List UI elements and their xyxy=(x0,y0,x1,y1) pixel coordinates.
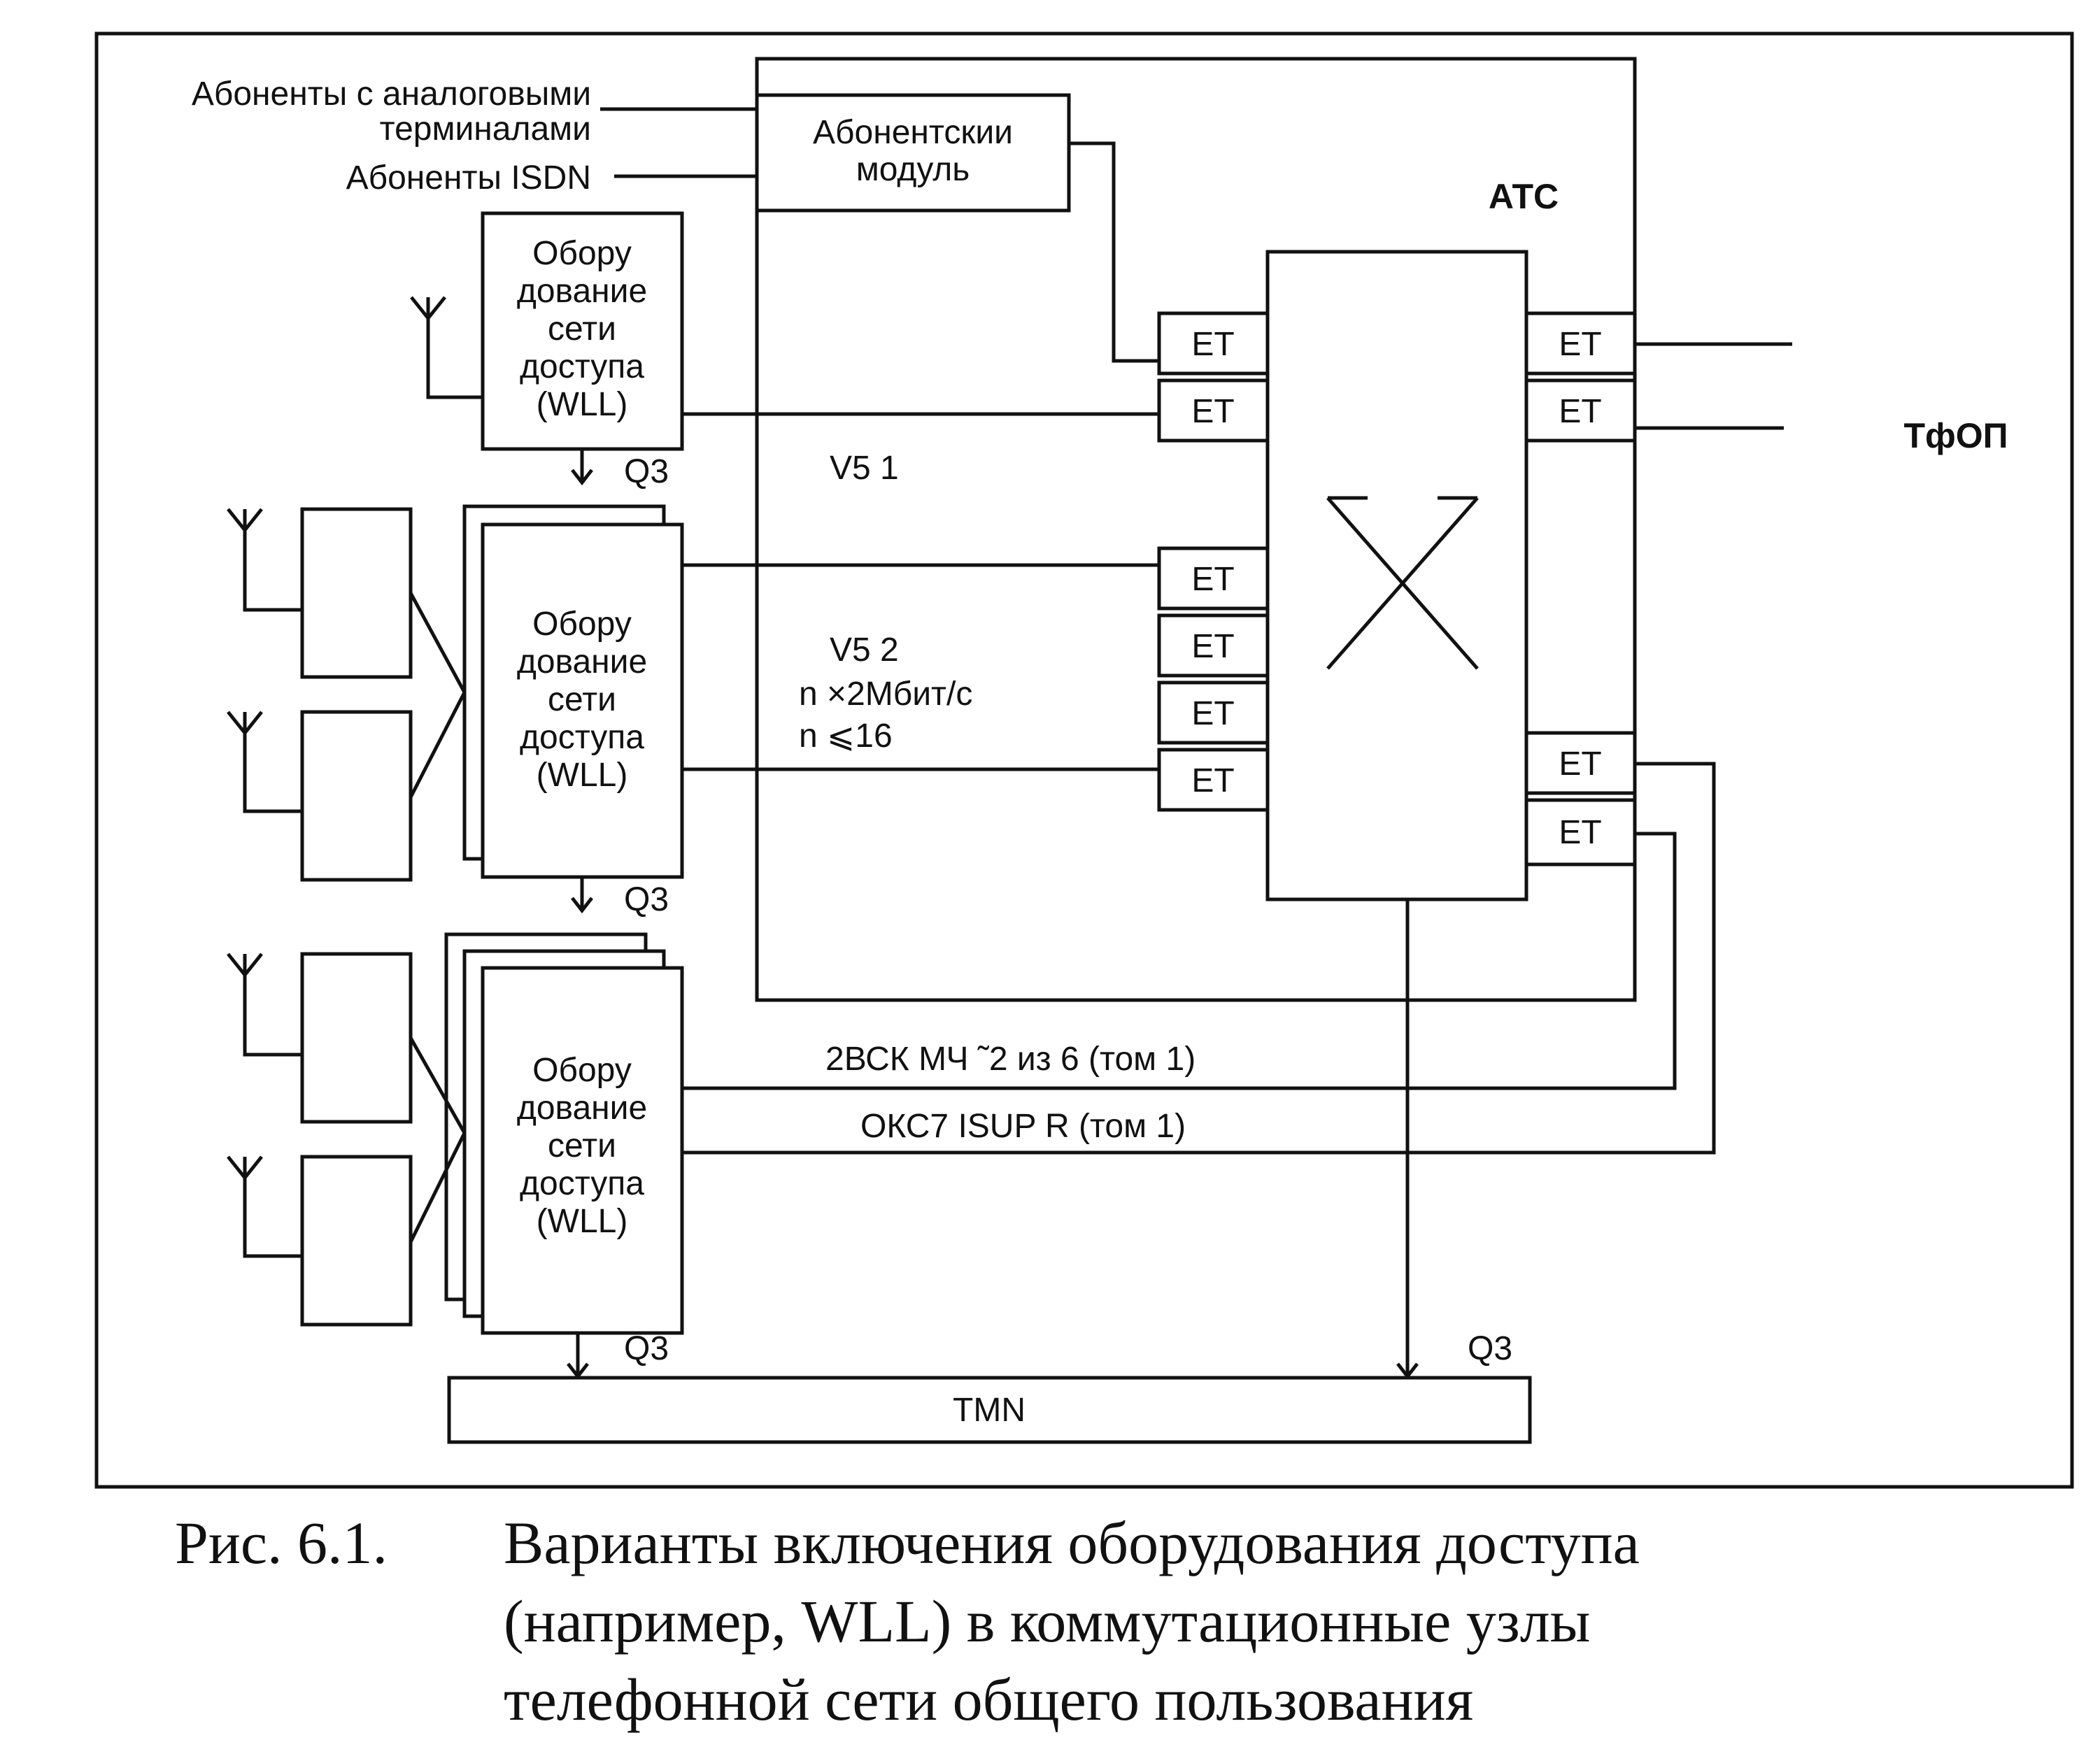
et-box-left-4 xyxy=(1157,613,1270,678)
access-equipment-3-line-4: доступа xyxy=(520,1165,644,1202)
q3-arrow-2-head xyxy=(571,897,593,914)
access-equipment-1-line-3: сети xyxy=(548,311,616,348)
tmn-box xyxy=(447,1376,1532,1444)
antenna-3b-feed xyxy=(243,1157,302,1258)
access-equipment-3-line-2: дование xyxy=(517,1090,647,1127)
antenna-3a-feed xyxy=(243,954,302,1057)
signalling-2vsk-line xyxy=(682,832,1677,1090)
access-equipment-1-line-1: Обору xyxy=(532,235,632,272)
subscriber-module-label-1: Абонентскии xyxy=(813,114,1013,151)
antenna-2b-feed xyxy=(243,712,302,813)
signalling-okc7-line xyxy=(682,762,1716,1155)
et-label-left-3: ET xyxy=(1191,561,1234,598)
subscriber-module-to-et-line xyxy=(1069,141,1159,363)
et-label-left-5: ET xyxy=(1191,695,1234,732)
switch-cross-line-2 xyxy=(1326,497,1479,670)
caption-line-1: Варианты включения оборудования доступа xyxy=(504,1509,1640,1576)
et-box-right-2 xyxy=(1524,378,1637,443)
radio-link-2a xyxy=(409,592,467,694)
access-equipment-3-line-3: сети xyxy=(548,1127,616,1164)
access-equipment-1-line-5: (WLL) xyxy=(537,386,628,423)
q3-arrow-1-head xyxy=(571,469,593,486)
access-equipment-3-box xyxy=(481,966,684,1335)
et-box-left-2 xyxy=(1157,378,1270,443)
tmn-label: TMN xyxy=(953,1392,1026,1429)
et-box-left-3 xyxy=(1157,546,1270,611)
access-equipment-1-line-4: доступа xyxy=(520,348,644,385)
n-limit-label: n ⩽16 xyxy=(799,718,893,755)
access-equipment-2-line-5: (WLL) xyxy=(537,757,628,794)
atc-boundary xyxy=(755,57,1637,1002)
q3-label-2: Q3 xyxy=(624,881,669,918)
radio-terminal-2b xyxy=(300,710,413,882)
et-label-left-1: ET xyxy=(1191,326,1234,363)
et-label-right-1: ET xyxy=(1559,326,1601,363)
radio-terminal-3a xyxy=(300,952,413,1124)
et-label-right-4: ET xyxy=(1559,814,1601,851)
et-label-left-4: ET xyxy=(1191,628,1234,665)
et-box-left-6 xyxy=(1157,748,1270,812)
v5-2-label: V5 2 xyxy=(830,632,899,669)
n-rate-label: n ×2Мбит/с xyxy=(799,676,972,713)
signalling-2vsk-label: 2ВСК МЧ ˜2 из 6 (том 1) xyxy=(825,1041,1196,1078)
et-label-right-3: ET xyxy=(1559,746,1601,783)
outer-frame xyxy=(94,31,2074,1489)
pstn-label: ТфОП xyxy=(1903,416,2008,455)
access-equipment-2-line-1: Обору xyxy=(532,606,632,643)
caption-line-2: (например, WLL) в коммутационные узлы xyxy=(504,1588,1591,1655)
subscriber-module-label-2: модуль xyxy=(856,151,970,188)
et-box-left-1 xyxy=(1157,311,1270,376)
access-equipment-1-box xyxy=(481,211,684,451)
caption-line-3: телефонной сети общего пользования xyxy=(504,1666,1474,1733)
radio-link-2b xyxy=(409,691,467,799)
radio-link-3a xyxy=(409,1036,467,1134)
access-equipment-1-line-2: дование xyxy=(517,273,647,310)
q3-label-atc: Q3 xyxy=(1468,1330,1512,1367)
q3-label-1: Q3 xyxy=(624,453,669,490)
analog-subscribers-label-1: Абоненты с аналоговыми xyxy=(192,76,591,113)
caption-number: Рис. 6.1. xyxy=(175,1509,388,1576)
et-label-right-2: ET xyxy=(1559,393,1601,430)
v5-1-label: V5 1 xyxy=(830,450,899,487)
antenna-2a-feed xyxy=(243,509,302,612)
isdn-subscribers-label: Абоненты ISDN xyxy=(346,159,591,197)
access-equipment-2-line-2: дование xyxy=(517,643,647,680)
radio-terminal-3b xyxy=(300,1155,413,1327)
access-equipment-2-line-3: сети xyxy=(548,681,616,718)
access-equipment-3-line-1: Обору xyxy=(532,1052,632,1089)
subscriber-module-box xyxy=(755,93,1071,213)
antenna-1-feed xyxy=(426,297,483,399)
radio-link-3b xyxy=(409,1132,467,1243)
access-equipment-2-box xyxy=(481,522,684,879)
atc-label: АТС xyxy=(1489,177,1559,216)
caption-text: Варианты включения оборудования доступа … xyxy=(504,1504,2043,1739)
analog-subscribers-label-2: терминалами xyxy=(380,110,591,148)
et-label-left-2: ET xyxy=(1191,393,1234,430)
access-equipment-2-line-4: доступа xyxy=(520,719,644,756)
et-label-left-6: ET xyxy=(1191,762,1234,799)
signalling-okc7-label: ОКС7 ISUP R (том 1) xyxy=(860,1108,1186,1145)
et-box-left-5 xyxy=(1157,680,1270,745)
access-equipment-3-line-5: (WLL) xyxy=(537,1203,628,1240)
q3-label-3: Q3 xyxy=(624,1330,669,1367)
radio-terminal-2a xyxy=(300,507,413,679)
